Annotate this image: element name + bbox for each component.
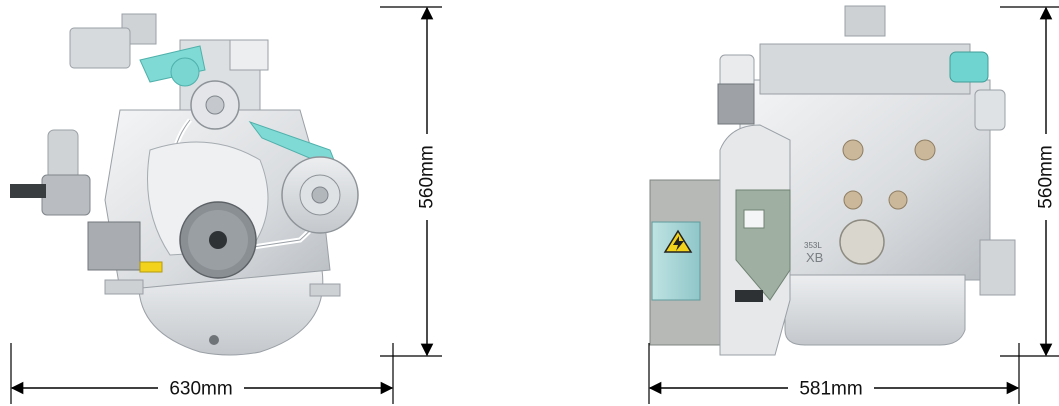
high-voltage-warning-icon	[663, 229, 693, 253]
side-width-label: 581mm	[799, 379, 862, 400]
side-height-label: 560mm	[1036, 145, 1057, 208]
block-marking-top: 353L	[804, 241, 822, 250]
block-marking-bottom: XB	[806, 250, 823, 265]
side-view-dimensions: 560mm 581mm	[648, 6, 1059, 404]
front-view-dimensions: 560mm 630mm	[10, 6, 442, 404]
front-view-engine	[10, 13, 359, 356]
front-width-label: 630mm	[169, 379, 232, 400]
front-height-label: 560mm	[417, 145, 438, 208]
side-view-engine: 353L XB	[649, 5, 1016, 356]
